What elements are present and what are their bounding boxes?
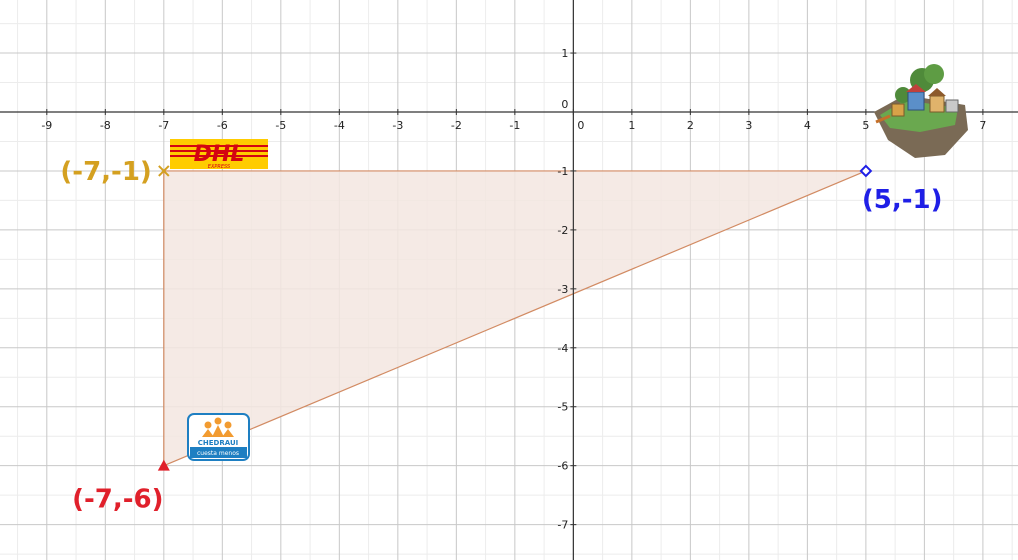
tree-icon [895, 87, 911, 103]
points-layer [157, 164, 873, 471]
x-tick-label: -2 [451, 119, 462, 132]
dhl-logo-stripe [170, 150, 268, 152]
fence-icon [875, 114, 891, 124]
house-island-image[interactable] [874, 64, 968, 158]
chedraui-logo-band [190, 447, 247, 458]
dhl-logo-background [170, 139, 268, 169]
x-tick-label: -1 [509, 119, 520, 132]
x-tick-label: 5 [862, 119, 869, 132]
house-icon [891, 103, 905, 117]
y-tick-label: -3 [557, 283, 568, 296]
house-roof-icon [928, 88, 946, 96]
y-tick-label: -2 [557, 224, 568, 237]
house-icon [945, 99, 959, 113]
x-tick-label: -8 [100, 119, 111, 132]
x-tick-label: -6 [217, 119, 228, 132]
y-tick-labels: 1 0 -1 -2 -3 -4 -5 -6 -7 [557, 47, 577, 532]
point-label: (-7,-1) [60, 157, 151, 187]
y-tick-label: -5 [557, 401, 568, 414]
x-tick-label: 0 [577, 119, 584, 132]
chedraui-logo-image[interactable]: CHEDRAUI cuesta menos [187, 413, 250, 461]
chedraui-figure-icon [214, 417, 222, 425]
triangle-polygon[interactable] [163, 170, 867, 467]
x-tick-label: 3 [745, 119, 752, 132]
x-tick-label: -5 [275, 119, 286, 132]
x-tick-label: 7 [979, 119, 986, 132]
tree-icon [924, 64, 944, 84]
x-tick-label: -4 [334, 119, 345, 132]
chedraui-figure-icon [204, 421, 212, 429]
chedraui-logo-text: CHEDRAUI [198, 439, 238, 447]
y-tick-label: -7 [557, 519, 568, 532]
point-labels-layer: (-7,-1) (5,-1) (-7,-6) [60, 157, 942, 515]
dhl-logo-stripe [170, 145, 268, 147]
point-label: (5,-1) [862, 185, 943, 215]
x-tick-label: -7 [158, 119, 169, 132]
y-tick-label: 1 [561, 47, 568, 60]
x-tick-label: 2 [687, 119, 694, 132]
house-icon [907, 91, 925, 111]
point-marker-x-icon[interactable] [158, 165, 170, 177]
y-tick-label: -1 [557, 165, 568, 178]
y-tick-label: -4 [557, 342, 568, 355]
dhl-logo-stripe [170, 155, 268, 157]
chedraui-figures-icon [202, 425, 234, 437]
point-marker-triangle-icon[interactable] [157, 459, 170, 471]
y-tick-label: -6 [557, 460, 568, 473]
chedraui-logo-subtext: cuesta menos [197, 450, 239, 457]
point-label: (-7,-6) [72, 485, 163, 515]
point-marker-diamond-icon[interactable] [859, 164, 873, 178]
dhl-logo-subtext: EXPRESS [208, 164, 231, 170]
y-tick-label: 0 [561, 98, 568, 111]
house-roof-icon [906, 84, 926, 92]
chedraui-figure-icon [224, 421, 232, 429]
x-tick-label: 1 [628, 119, 635, 132]
house-icon [929, 95, 945, 113]
x-tick-label: -9 [41, 119, 52, 132]
x-tick-label: -3 [392, 119, 403, 132]
dhl-logo-text: DHL [194, 142, 245, 167]
x-tick-label: 4 [804, 119, 811, 132]
dhl-logo-image[interactable]: DHL EXPRESS [170, 139, 268, 170]
